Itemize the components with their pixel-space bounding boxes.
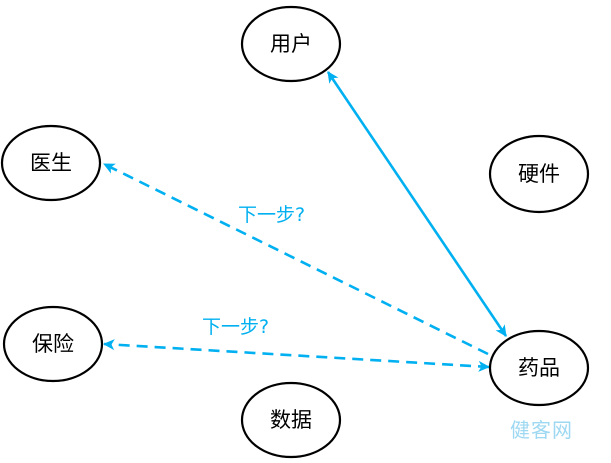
node-user: 用户 — [240, 5, 342, 83]
node-hardware-label: 硬件 — [518, 162, 560, 186]
edge-label-medicine-insurance: 下一步? — [202, 316, 269, 338]
node-data: 数据 — [240, 381, 342, 459]
node-doctor-label: 医生 — [30, 151, 72, 175]
node-doctor: 医生 — [0, 124, 102, 202]
node-user-label: 用户 — [270, 32, 312, 56]
node-hardware: 硬件 — [488, 134, 590, 214]
edge-medicine-user — [326, 71, 508, 337]
node-medicine-label: 药品 — [518, 356, 560, 380]
node-data-label: 数据 — [270, 408, 312, 432]
edge-medicine-insurance — [103, 339, 490, 372]
watermark-logo: 健客网 — [510, 418, 573, 442]
edge-label-medicine-doctor: 下一步? — [238, 204, 305, 226]
node-insurance-label: 保险 — [32, 332, 74, 356]
edge-medicine-doctor — [103, 162, 489, 356]
node-insurance: 保险 — [2, 305, 104, 383]
node-medicine: 药品 — [488, 329, 590, 407]
